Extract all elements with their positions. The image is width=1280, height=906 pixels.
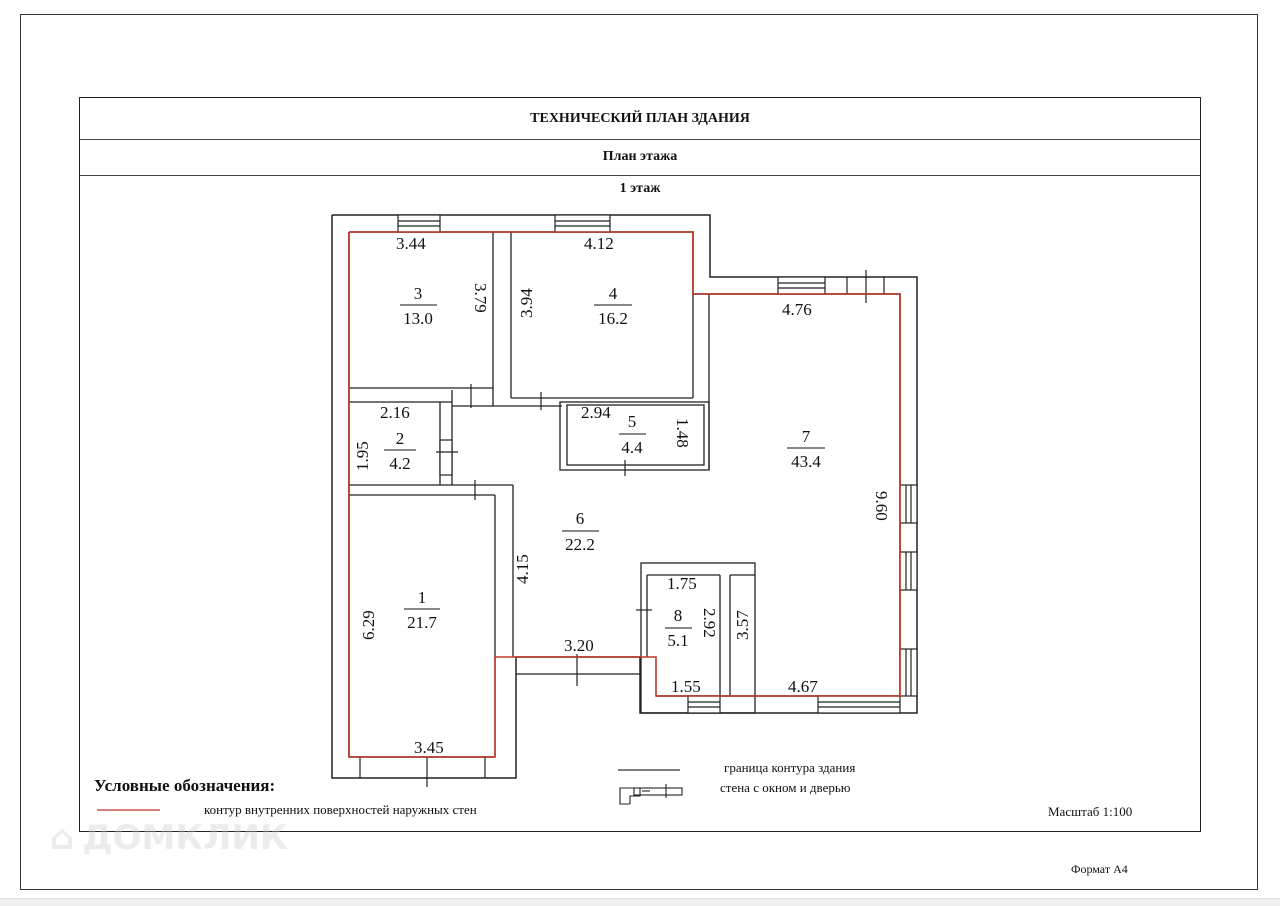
dim-room2-top: 2.16	[380, 403, 410, 422]
plan-frame: ТЕХНИЧЕСКИЙ ПЛАН ЗДАНИЯ План этажа 1 эта…	[79, 97, 1201, 832]
svg-text:13.0: 13.0	[403, 309, 433, 328]
room-label-8: 85.1	[665, 606, 692, 650]
room-label-5: 54.4	[619, 412, 646, 457]
watermark: ⌂ ДОМКЛИК	[50, 818, 288, 858]
window-icon	[397, 214, 441, 233]
bottom-strip	[0, 898, 1280, 906]
room-labels: 121.7 24.2 313.0 416.2 54.4 622.2 743.4 …	[384, 284, 825, 650]
floor-label: 1 этаж	[619, 181, 661, 196]
window-icon	[777, 276, 826, 295]
svg-text:16.2: 16.2	[598, 309, 628, 328]
window-icon	[687, 695, 721, 714]
windows	[397, 214, 918, 714]
room-label-3: 313.0	[400, 284, 437, 328]
dim-room3-top: 3.44	[396, 234, 426, 253]
svg-text:2: 2	[396, 429, 405, 448]
dim-room8-bottom: 1.55	[671, 677, 701, 696]
legend-label-wall-window-door: стена с окном и дверью	[720, 780, 851, 795]
dimension-labels: 3.44 4.12 4.76 2.16 2.94 1.75 3.20 1.55 …	[353, 234, 891, 757]
dim-room5-top: 2.94	[581, 403, 611, 422]
inner-surface-contour	[348, 231, 901, 758]
plan-subtitle: План этажа	[80, 139, 1200, 176]
house-logo-icon: ⌂	[50, 818, 75, 858]
legend-wall-window-door-icon	[619, 784, 683, 805]
svg-text:4: 4	[609, 284, 618, 303]
svg-text:5.1: 5.1	[667, 631, 688, 650]
dim-room4-left: 3.94	[517, 288, 536, 318]
window-icon	[899, 648, 918, 697]
svg-text:7: 7	[802, 427, 811, 446]
window-icon	[554, 214, 611, 233]
document-title: ТЕХНИЧЕСКИЙ ПЛАН ЗДАНИЯ	[80, 98, 1200, 140]
dim-room7-bottom: 4.67	[788, 677, 818, 696]
dim-room4-top: 4.12	[584, 234, 614, 253]
room-label-1: 121.7	[404, 588, 440, 632]
watermark-text: ДОМКЛИК	[82, 818, 288, 858]
svg-text:6: 6	[576, 509, 585, 528]
dim-room6-bottom: 3.20	[564, 636, 594, 655]
dim-room1-bottom: 3.45	[414, 738, 444, 757]
dim-room6-left: 4.15	[513, 554, 532, 584]
legend-label-building-contour: граница контура здания	[724, 760, 856, 775]
svg-text:5: 5	[628, 412, 637, 431]
room-label-4: 416.2	[594, 284, 632, 328]
format-label: Формат А4	[1071, 862, 1128, 876]
scale-label: Масштаб 1:100	[1048, 804, 1133, 819]
svg-text:1: 1	[418, 588, 427, 607]
legend-label-inner-contour: контур внутренних поверхностей наружных …	[204, 802, 477, 817]
window-icon	[439, 439, 453, 476]
legend-symbols	[97, 769, 683, 811]
dim-room1-left: 6.29	[359, 610, 378, 640]
room-label-2: 24.2	[384, 429, 416, 473]
dim-room7-right: 9.60	[872, 491, 891, 521]
window-icon	[899, 551, 918, 591]
svg-text:21.7: 21.7	[407, 613, 437, 632]
document-frame	[20, 14, 1258, 890]
window-icon	[817, 695, 901, 714]
svg-text:3: 3	[414, 284, 423, 303]
doors	[359, 270, 885, 787]
dim-room8-right: 2.92	[700, 608, 719, 638]
room-label-7: 743.4	[787, 427, 825, 471]
legend-title: Условные обозначения:	[94, 776, 276, 795]
room-label-6: 622.2	[562, 509, 599, 554]
dim-corridor-right: 3.57	[733, 610, 752, 640]
dim-room8-top: 1.75	[667, 574, 697, 593]
dim-room5-right: 1.48	[673, 418, 692, 448]
dim-room3-right: 3.79	[471, 283, 490, 313]
svg-text:8: 8	[674, 606, 683, 625]
dim-room2-left: 1.95	[353, 441, 372, 471]
svg-text:4.2: 4.2	[389, 454, 410, 473]
window-icon	[899, 484, 918, 524]
svg-text:4.4: 4.4	[621, 438, 643, 457]
dim-room7-top: 4.76	[782, 300, 812, 319]
svg-text:22.2: 22.2	[565, 535, 595, 554]
svg-text:43.4: 43.4	[791, 452, 821, 471]
